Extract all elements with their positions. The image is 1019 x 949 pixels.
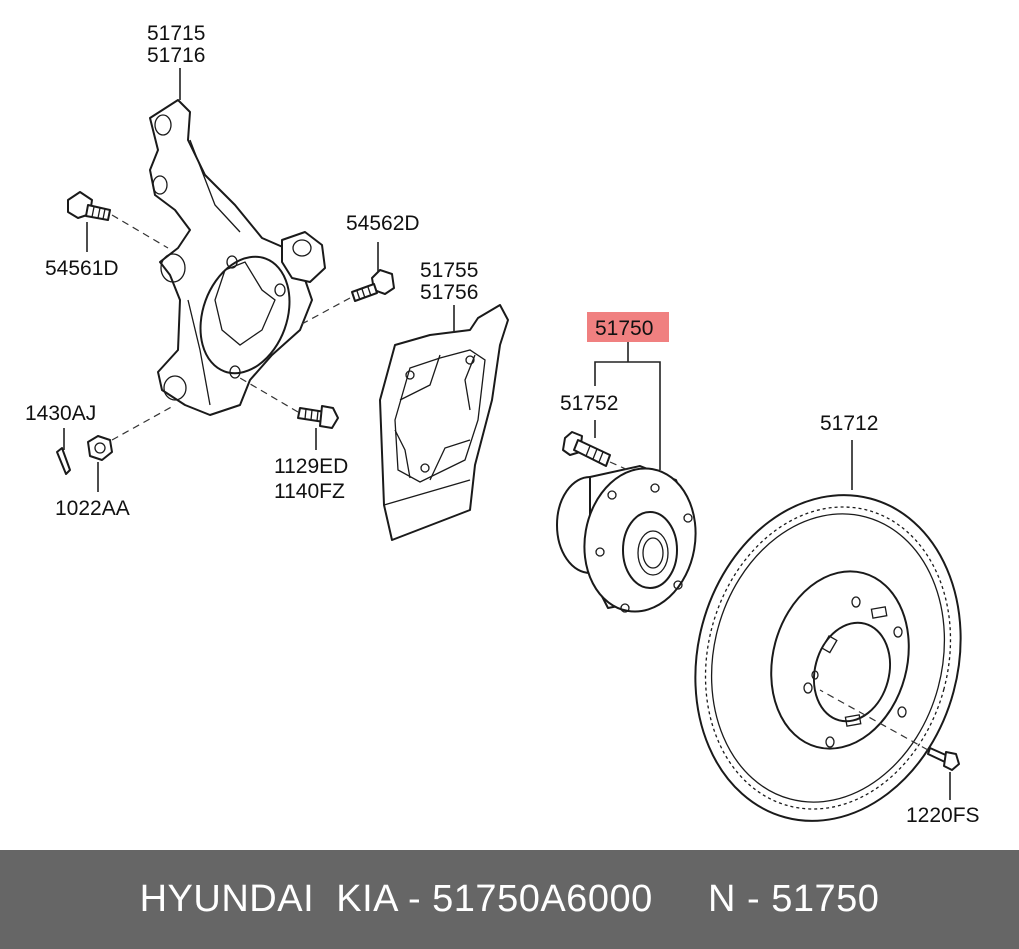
label-1430AJ: 1430AJ — [25, 402, 96, 425]
stud-bolt-51752 — [562, 431, 611, 467]
nut-1022AA — [87, 435, 113, 461]
hub-bearing — [556, 465, 697, 613]
highlight-51750 — [587, 312, 669, 342]
label-51750: 51750 — [595, 317, 653, 340]
cotter-pin — [56, 447, 71, 475]
steering-knuckle — [149, 99, 326, 416]
label-51715: 51715 — [147, 22, 205, 45]
label-1220FS: 1220FS — [906, 804, 980, 827]
label-51716: 51716 — [147, 44, 205, 67]
bolt-1129ED — [297, 405, 339, 429]
label-51755: 51755 — [420, 259, 478, 282]
dust-shield — [379, 304, 509, 541]
label-51756: 51756 — [420, 281, 478, 304]
bolt-54561D — [67, 191, 111, 221]
footer-bar: HYUNDAI KIA - 51750A6000 N - 51750 — [0, 850, 1019, 949]
label-1140FZ: 1140FZ — [274, 480, 345, 503]
label-51752: 51752 — [560, 392, 618, 415]
bolt-54562D — [351, 269, 395, 302]
label-54561D: 54561D — [45, 257, 119, 280]
footer-part-number: HYUNDAI KIA - 51750A6000 N - 51750 — [139, 878, 880, 920]
label-51712: 51712 — [820, 412, 878, 435]
brake-disc — [694, 494, 962, 822]
screw-1220FS — [927, 747, 960, 771]
label-1129ED: 1129ED — [274, 455, 348, 478]
parts-diagram: 51715 51716 54561D 54562D 51755 51756 51… — [25, 22, 980, 827]
label-54562D: 54562D — [346, 212, 420, 235]
label-1022AA: 1022AA — [55, 497, 130, 520]
